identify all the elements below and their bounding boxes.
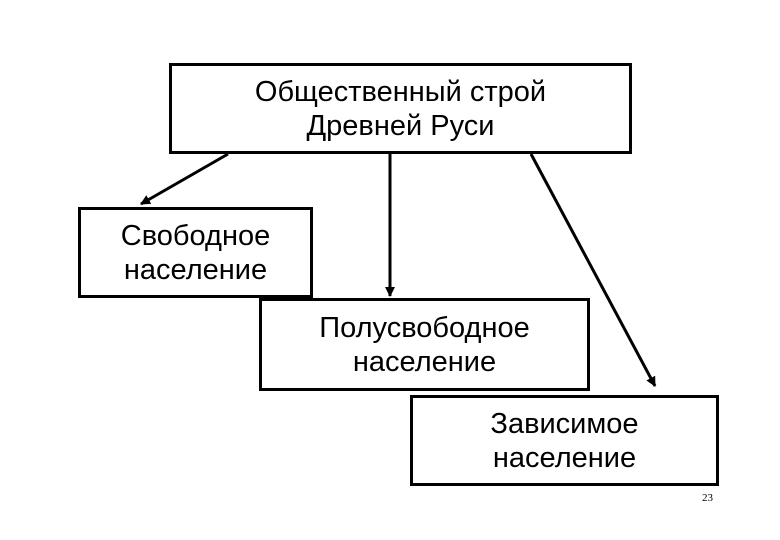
node-semi-free-population: Полусвободное население — [259, 298, 590, 391]
node-dependent-population: Зависимое население — [410, 395, 719, 486]
root-node-text: Общественный строй Древней Руси — [255, 75, 546, 143]
arrow-to-dependent-population — [529, 153, 657, 387]
node-free-population-line-1: Свободное — [120, 219, 271, 252]
arrow-to-free-population — [140, 152, 229, 206]
node-semi-free-population-line-2: население — [352, 345, 497, 378]
root-node-line-2: Древней Руси — [306, 109, 495, 142]
node-dependent-population-line-1: Зависимое — [490, 407, 639, 440]
node-semi-free-population-text: Полусвободное население — [319, 311, 529, 379]
node-semi-free-population-line-1: Полусвободное — [319, 311, 530, 344]
root-node-social-structure: Общественный строй Древней Руси — [169, 63, 632, 154]
node-free-population-text: Свободное население — [121, 219, 270, 287]
node-dependent-population-line-2: население — [492, 441, 637, 474]
node-free-population: Свободное население — [78, 207, 313, 298]
slide-number: 23 — [702, 492, 713, 504]
node-free-population-line-2: население — [123, 253, 268, 286]
root-node-line-1: Общественный строй — [254, 75, 547, 108]
node-dependent-population-text: Зависимое население — [490, 407, 638, 475]
